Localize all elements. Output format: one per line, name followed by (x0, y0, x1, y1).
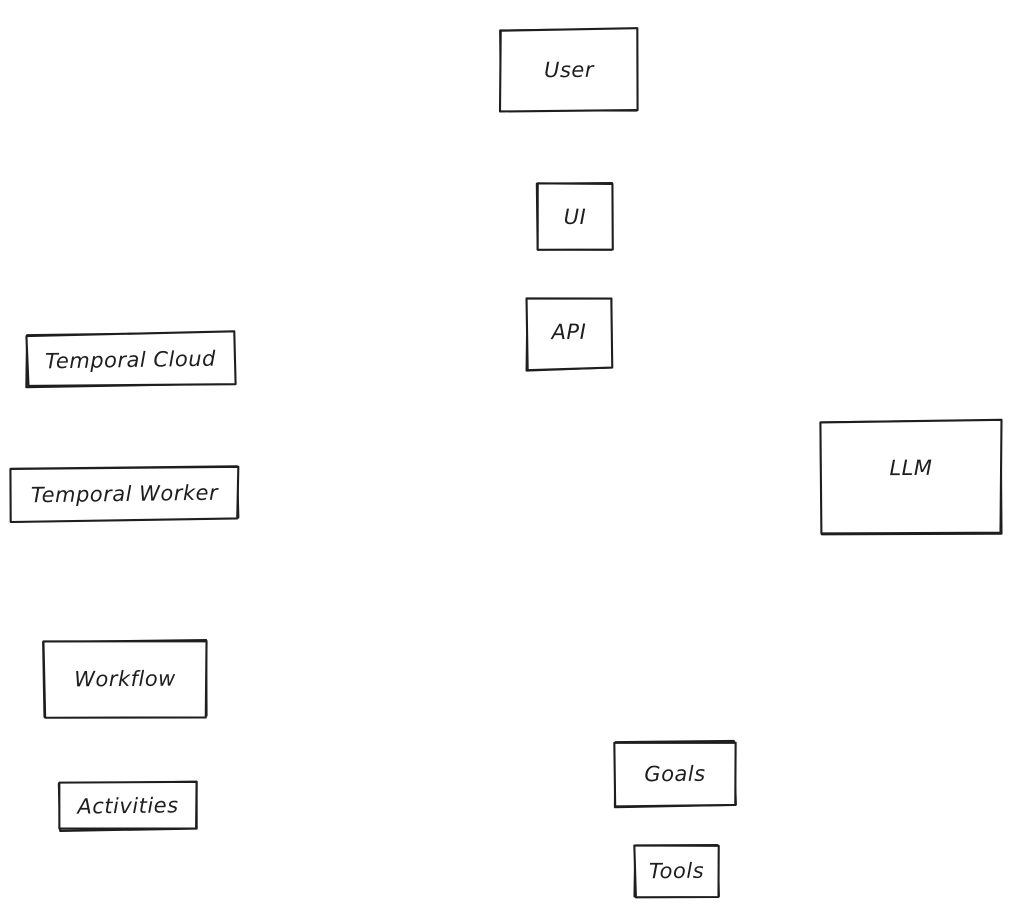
node-border-api (525, 297, 614, 372)
node-border-workflow (42, 638, 208, 719)
node-border-goals (613, 739, 737, 809)
node-label-ui: UI (563, 204, 587, 229)
node-temporal-worker[interactable]: Temporal Worker (9, 465, 240, 524)
node-border-llm (819, 418, 1003, 536)
node-label-tools: Tools (648, 858, 705, 884)
node-label-llm: LLM (889, 455, 933, 480)
node-temporal-cloud[interactable]: Temporal Cloud (25, 330, 237, 389)
node-activities[interactable]: Activities (57, 780, 198, 832)
node-border-tools (633, 843, 720, 899)
node-ui[interactable]: UI (535, 181, 614, 251)
node-label-temporal-cloud: Temporal Cloud (44, 346, 217, 373)
node-border-activities (57, 780, 198, 832)
node-user[interactable]: User (498, 27, 639, 113)
node-goals[interactable]: Goals (613, 739, 737, 809)
node-api[interactable]: API (525, 297, 614, 372)
node-border-ui (535, 181, 614, 251)
node-llm[interactable]: LLM (819, 418, 1003, 536)
clipped-top-text: · · · · · · · · · · · · · · · · · · · · … (0, 0, 1015, 5)
node-border-user (498, 27, 639, 113)
node-label-user: User (543, 57, 595, 82)
node-label-temporal-worker: Temporal Worker (30, 480, 219, 508)
node-tools[interactable]: Tools (633, 843, 720, 899)
node-border-temporal-cloud (25, 330, 237, 389)
node-workflow[interactable]: Workflow (42, 638, 208, 719)
node-border-temporal-worker (9, 465, 240, 524)
node-label-workflow: Workflow (74, 666, 176, 692)
node-label-goals: Goals (644, 761, 706, 787)
node-label-activities: Activities (77, 793, 179, 819)
node-label-api: API (551, 319, 587, 345)
